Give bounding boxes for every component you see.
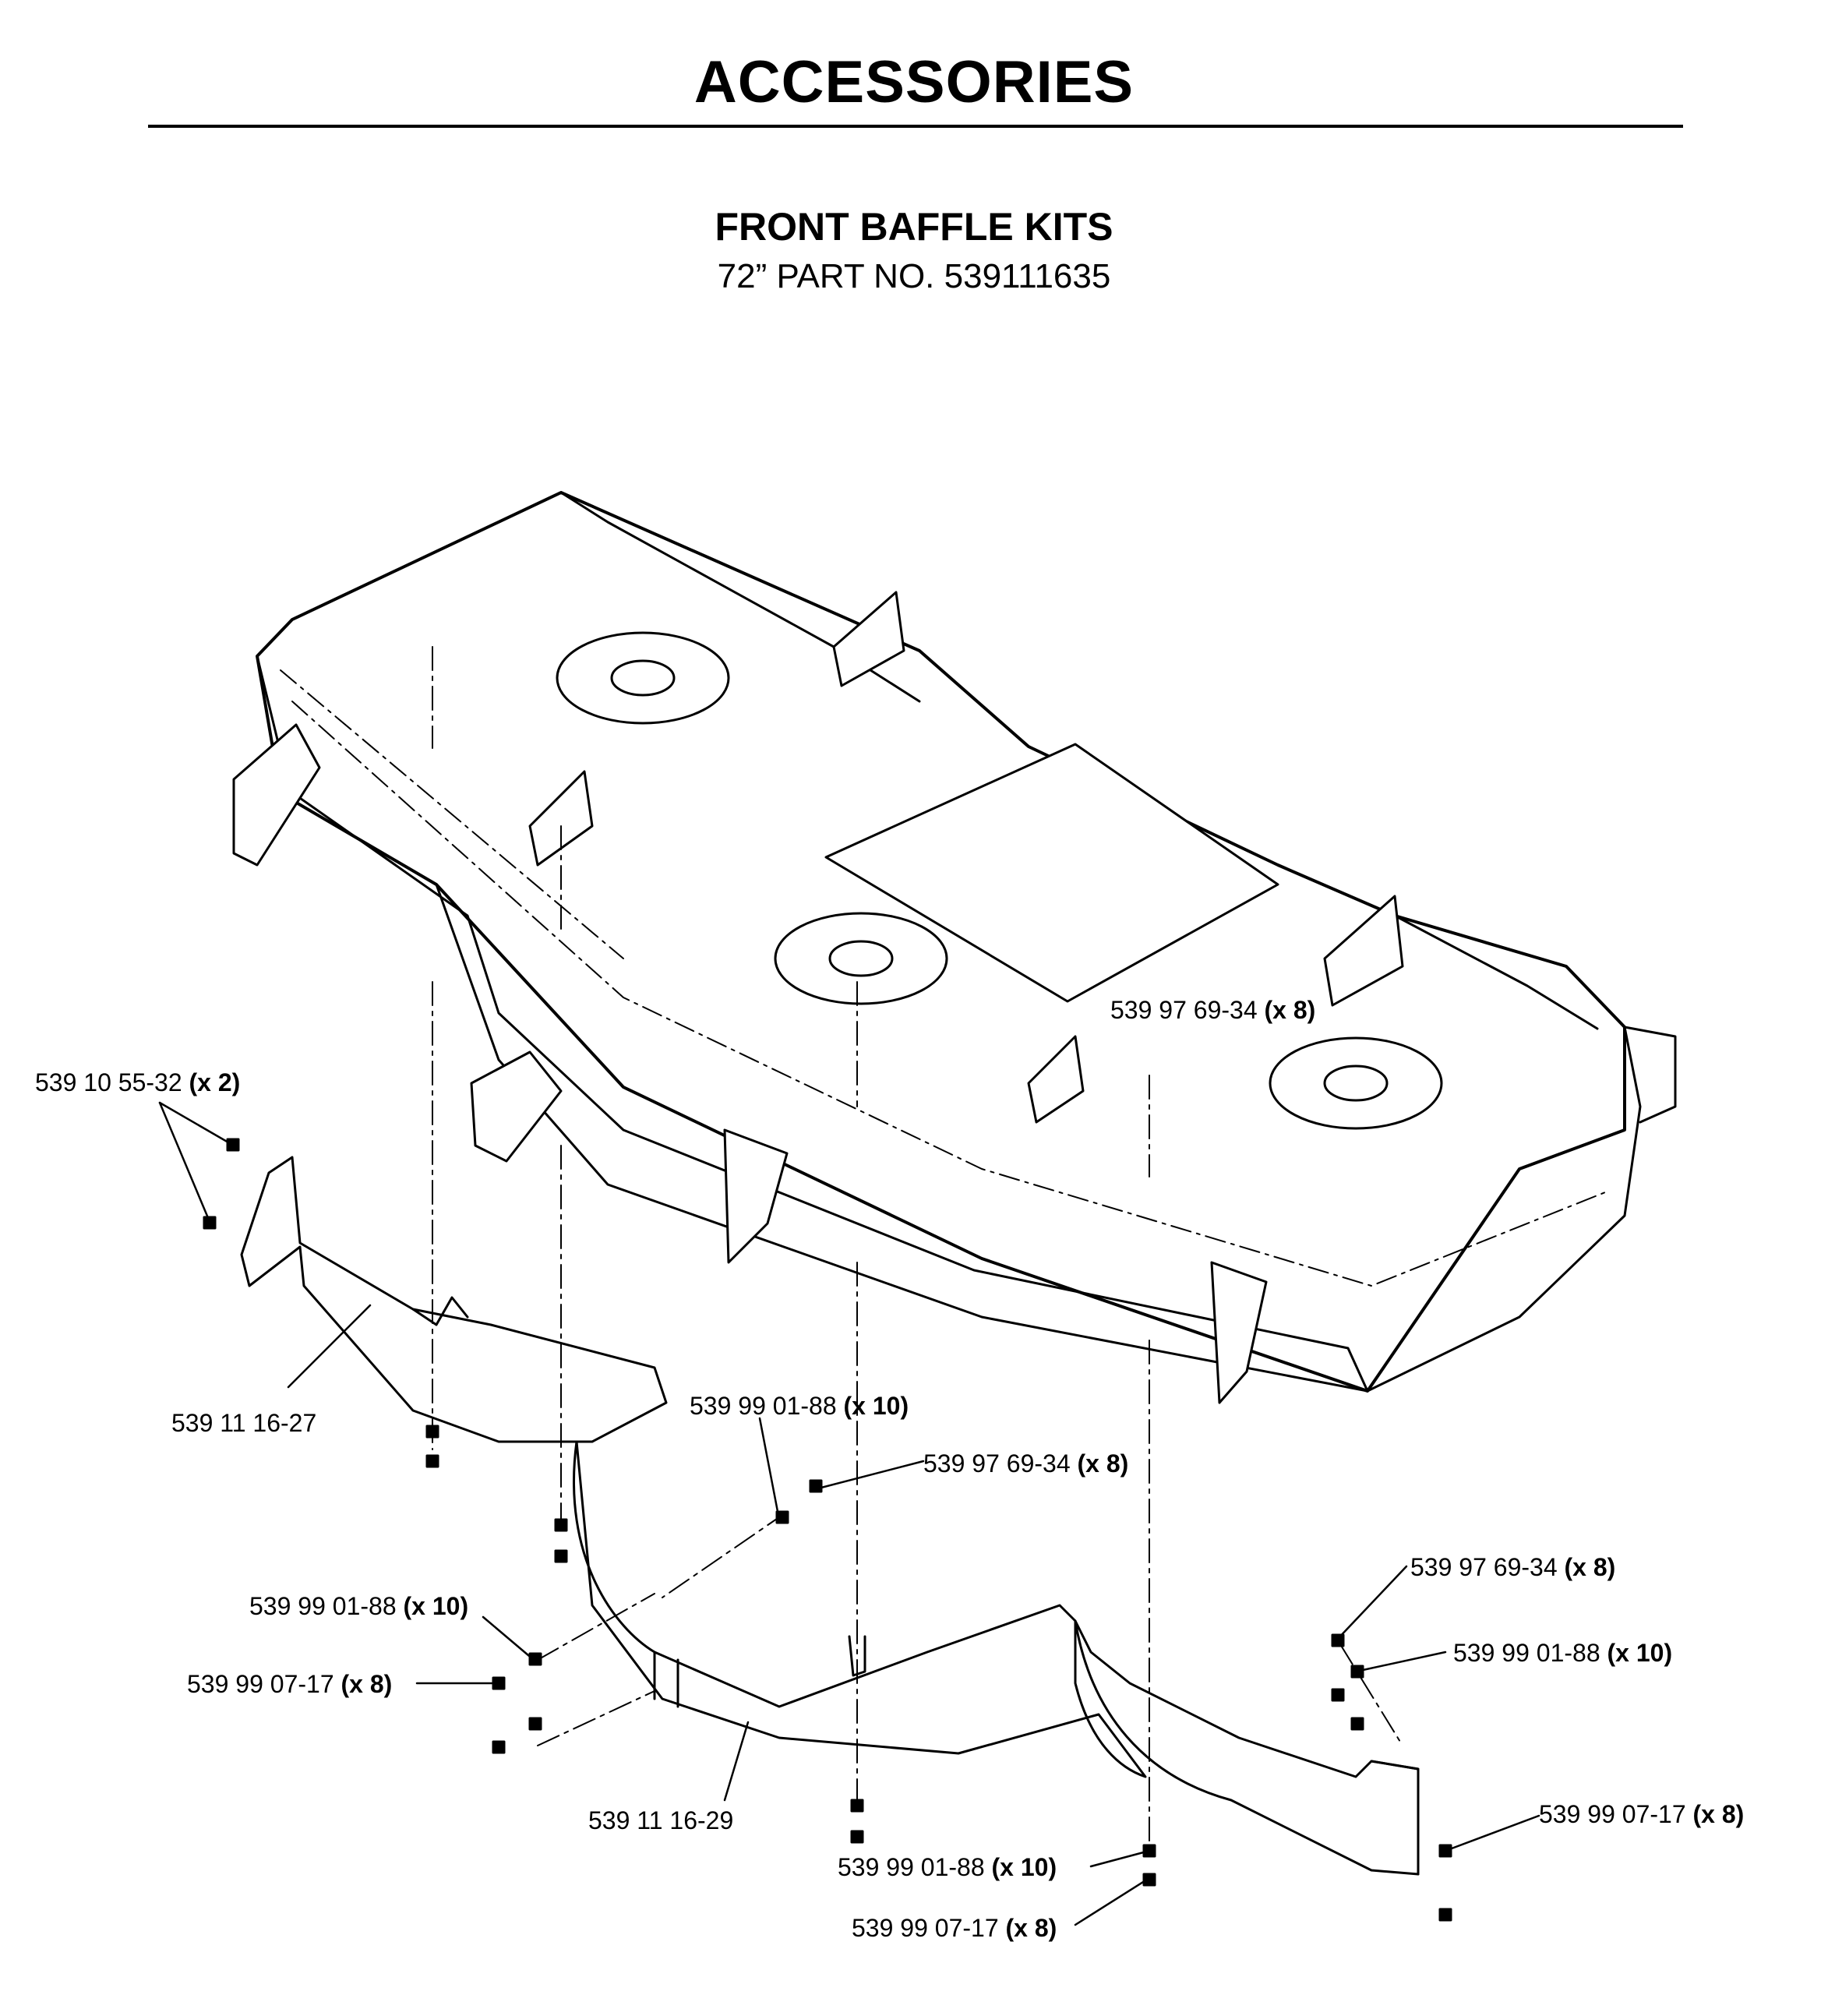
callout-label: 539 99 07-17 (x 8)	[187, 1670, 393, 1698]
callout-label: 539 99 01-88 (x 10)	[690, 1392, 909, 1420]
title-divider	[148, 125, 1683, 128]
section-title: FRONT BAFFLE KITS	[715, 205, 1113, 249]
deck-right-skirt	[1366, 1026, 1642, 1393]
kit-part-number: 72” PART NO. 539111635	[717, 257, 1111, 295]
mount-tab-back-2	[528, 770, 594, 867]
baffle-center	[573, 1440, 1147, 1778]
callout-label: 539 97 69-34 (x 8)	[1410, 1553, 1616, 1581]
callout-label: 539 99 07-17 (x 8)	[852, 1914, 1057, 1942]
deck-back-rail-right	[1393, 914, 1599, 1030]
deck-cover-plate	[824, 743, 1279, 1003]
spindle-right	[1269, 1036, 1443, 1130]
page-title: ACCESSORIES	[693, 49, 1135, 115]
callout-label: 539 11 16-29	[588, 1806, 734, 1834]
deck-right-end-block	[1623, 1026, 1677, 1124]
spindle-right-hub	[1323, 1064, 1389, 1102]
spindle-center	[774, 912, 948, 1005]
deck-back-rail	[559, 491, 921, 703]
callout-label: 539 11 16-27	[171, 1409, 317, 1437]
mount-tab-mid	[1027, 1035, 1085, 1124]
mount-bracket-left	[232, 723, 321, 867]
mower-deck	[232, 491, 1677, 1404]
callout-label: 539 99 01-88 (x 10)	[1453, 1639, 1673, 1667]
callout-label: 539 99 01-88 (x 10)	[838, 1853, 1057, 1881]
mount-tab-right	[1323, 895, 1404, 1007]
callout-label: 539 99 01-88 (x 10)	[249, 1592, 469, 1620]
callout-label: 539 97 69-34 (x 8)	[1110, 996, 1316, 1024]
spindle-left	[556, 631, 730, 725]
deck-front-skirt	[256, 655, 1369, 1393]
mount-bracket-right	[1210, 1261, 1268, 1404]
deck-seam-line	[291, 701, 1606, 1287]
mount-tab-back-1	[832, 591, 905, 687]
spindle-left-hub	[610, 659, 676, 697]
callout-label: 539 97 69-34 (x 8)	[923, 1449, 1129, 1478]
mount-bracket-center	[723, 1128, 789, 1264]
deck-seam-line-2	[280, 669, 624, 959]
baffle-left	[240, 1156, 668, 1443]
callout-label: 539 99 07-17 (x 8)	[1539, 1800, 1745, 1828]
callout-label: 539 10 55-32 (x 2)	[35, 1068, 241, 1096]
spindle-center-hub	[828, 940, 894, 977]
mount-bracket-mid-left	[470, 1050, 563, 1163]
baffle-right	[1074, 1619, 1420, 1876]
